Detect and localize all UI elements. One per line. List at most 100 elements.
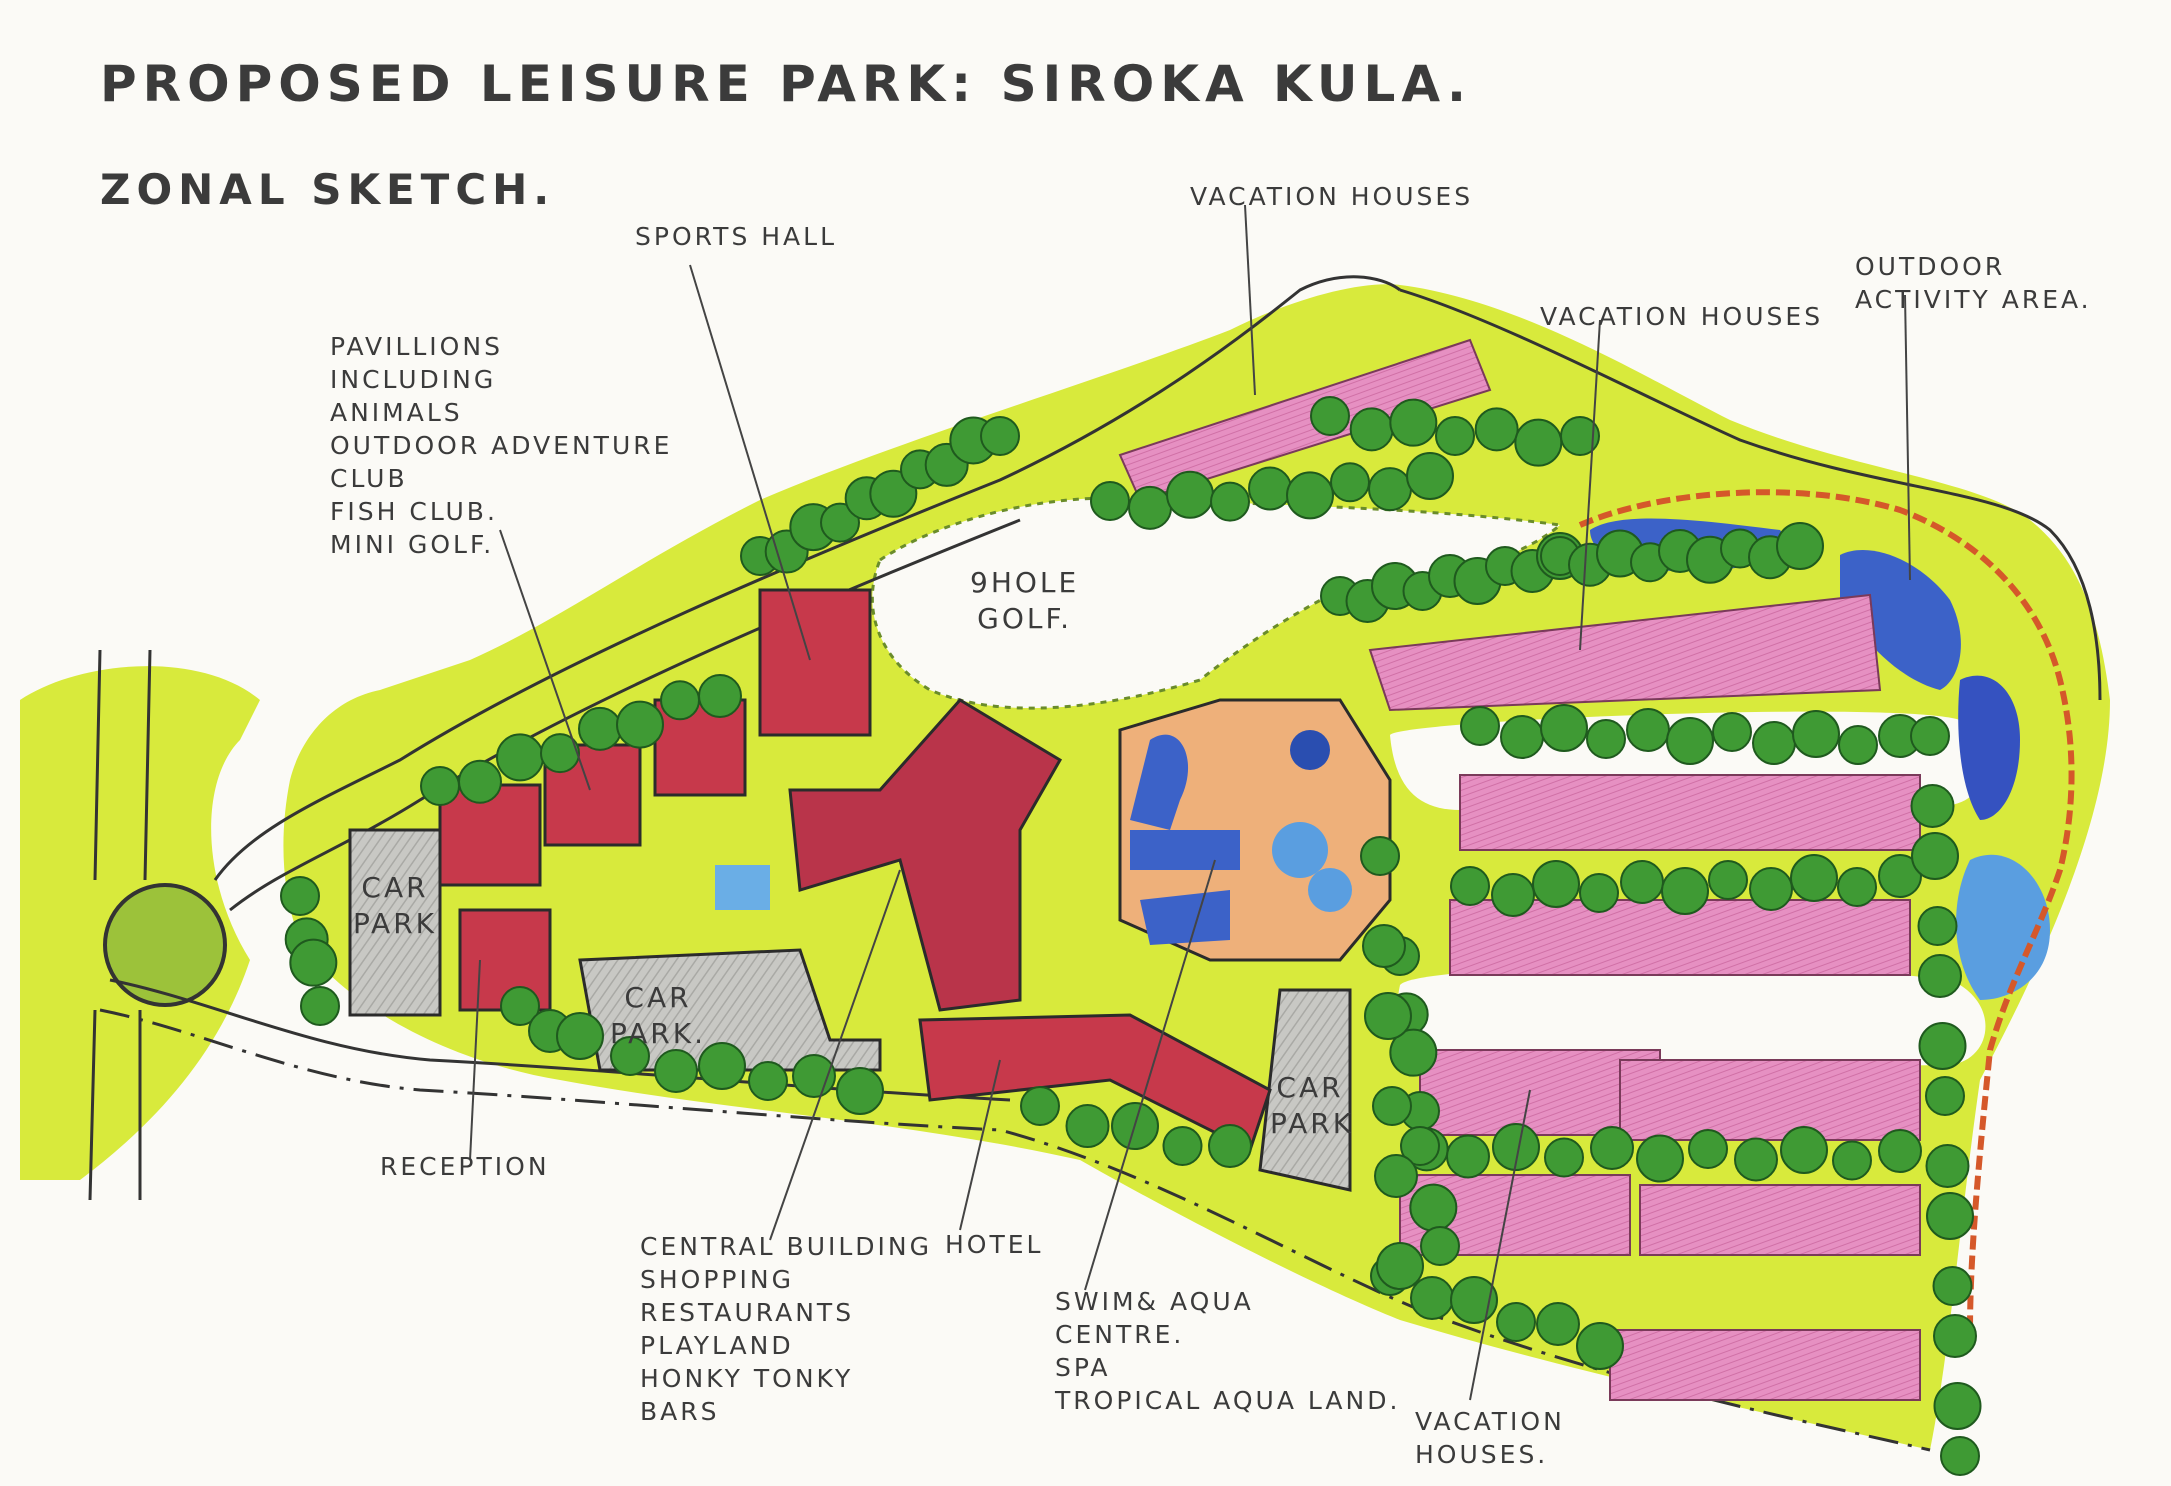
- tree: [500, 986, 540, 1026]
- roundabout: [103, 883, 227, 1007]
- tree: [1933, 1314, 1977, 1358]
- tree: [1790, 854, 1838, 902]
- tree: [1752, 721, 1796, 765]
- tree: [1372, 1086, 1412, 1126]
- tree: [1406, 452, 1454, 500]
- tree: [420, 766, 460, 806]
- label-pavilions: PAVILLIONS INCLUDING ANIMALS OUTDOOR ADV…: [330, 332, 673, 559]
- tree: [1636, 1134, 1684, 1183]
- tree: [1832, 1140, 1872, 1181]
- tree: [1450, 866, 1490, 906]
- tree: [1248, 466, 1292, 511]
- tree: [578, 706, 622, 751]
- tree: [1560, 416, 1600, 456]
- label-car-park-center: CAR PARK.: [610, 981, 706, 1050]
- tree: [1792, 710, 1840, 758]
- tree: [1661, 867, 1709, 915]
- label-golf: 9HOLE GOLF.: [970, 566, 1080, 635]
- tree: [1500, 715, 1544, 759]
- tree: [1162, 1126, 1203, 1166]
- tree: [1712, 712, 1752, 752]
- tree: [1368, 467, 1412, 512]
- label-outdoor-activity: OUTDOOR ACTIVITY AREA.: [1855, 252, 2092, 314]
- tree: [792, 1054, 836, 1098]
- tree: [1940, 1436, 1980, 1476]
- tree: [1330, 462, 1370, 503]
- tree: [1514, 418, 1563, 467]
- tree: [1460, 706, 1500, 746]
- tree: [1910, 716, 1950, 756]
- tree: [1540, 704, 1588, 752]
- leader-lines: [469, 204, 1911, 1401]
- tree: [836, 1067, 884, 1115]
- tree: [1450, 1276, 1498, 1324]
- car-park-left: [348, 828, 442, 1017]
- tree: [698, 674, 742, 718]
- aqua-pools: [715, 730, 1352, 945]
- tree: [616, 700, 664, 749]
- tree: [1749, 867, 1793, 911]
- tree: [1776, 522, 1824, 570]
- tree: [1128, 485, 1172, 530]
- page-title: PROPOSED LEISURE PARK: SIROKA KULA.: [100, 55, 1472, 113]
- tree: [1374, 1154, 1418, 1198]
- tree: [1410, 1276, 1454, 1320]
- label-sports-hall: SPORTS HALL: [635, 222, 838, 251]
- tree: [496, 733, 544, 782]
- tree: [1065, 1104, 1110, 1148]
- tree: [1932, 1266, 1973, 1306]
- tree: [1925, 1076, 1965, 1116]
- tree: [1708, 860, 1748, 900]
- tree: [980, 416, 1020, 456]
- tree: [1590, 1126, 1634, 1170]
- tree: [1020, 1086, 1060, 1126]
- tree: [1536, 1302, 1580, 1346]
- tree: [1492, 1123, 1540, 1171]
- tree: [1400, 1126, 1440, 1166]
- tree: [610, 1036, 650, 1076]
- tree: [1310, 396, 1350, 436]
- tree: [1838, 725, 1878, 765]
- label-car-park-left: CAR PARK: [352, 871, 438, 940]
- tree: [1364, 992, 1412, 1040]
- car-park-center: [578, 948, 882, 1072]
- tree: [1666, 717, 1714, 765]
- tree: [1491, 873, 1535, 917]
- central-building: [788, 698, 1063, 1012]
- tree: [1586, 719, 1626, 759]
- tree: [1435, 416, 1475, 456]
- tree: [280, 876, 320, 916]
- tree: [1446, 1134, 1490, 1179]
- car-park-right: [1258, 988, 1352, 1192]
- tree: [458, 759, 502, 804]
- label-vacation-houses-bottom: VACATION HOUSES.: [1415, 1407, 1565, 1469]
- label-vacation-houses-mid: VACATION HOUSES: [1540, 302, 1824, 331]
- tree: [698, 1042, 746, 1090]
- tree: [1210, 481, 1250, 522]
- label-vacation-houses-top: VACATION HOUSES: [1190, 182, 1474, 211]
- label-swim-aqua: SWIM& AQUA CENTRE. SPA TROPICAL AQUA LAN…: [1055, 1287, 1401, 1415]
- tree: [1166, 470, 1214, 519]
- label-central-building: CENTRAL BUILDING SHOPPING RESTAURANTS PL…: [640, 1232, 933, 1426]
- tree: [1349, 407, 1394, 452]
- tree: [1532, 860, 1580, 908]
- tree: [540, 733, 580, 774]
- tree: [1208, 1124, 1252, 1168]
- tree: [1286, 471, 1334, 520]
- tree: [1620, 860, 1664, 904]
- tree: [1090, 481, 1130, 521]
- tree: [289, 938, 338, 987]
- label-hotel: HOTEL: [945, 1230, 1044, 1259]
- tree: [820, 502, 860, 543]
- tree: [1376, 1242, 1424, 1290]
- tree: [1474, 407, 1519, 452]
- tree: [1576, 1322, 1624, 1370]
- tree: [300, 986, 340, 1026]
- tree: [1420, 1226, 1460, 1266]
- trees: [280, 396, 1982, 1476]
- tree: [1496, 1302, 1536, 1342]
- tree: [1734, 1137, 1778, 1182]
- tree: [1579, 873, 1619, 913]
- tree: [1911, 832, 1959, 880]
